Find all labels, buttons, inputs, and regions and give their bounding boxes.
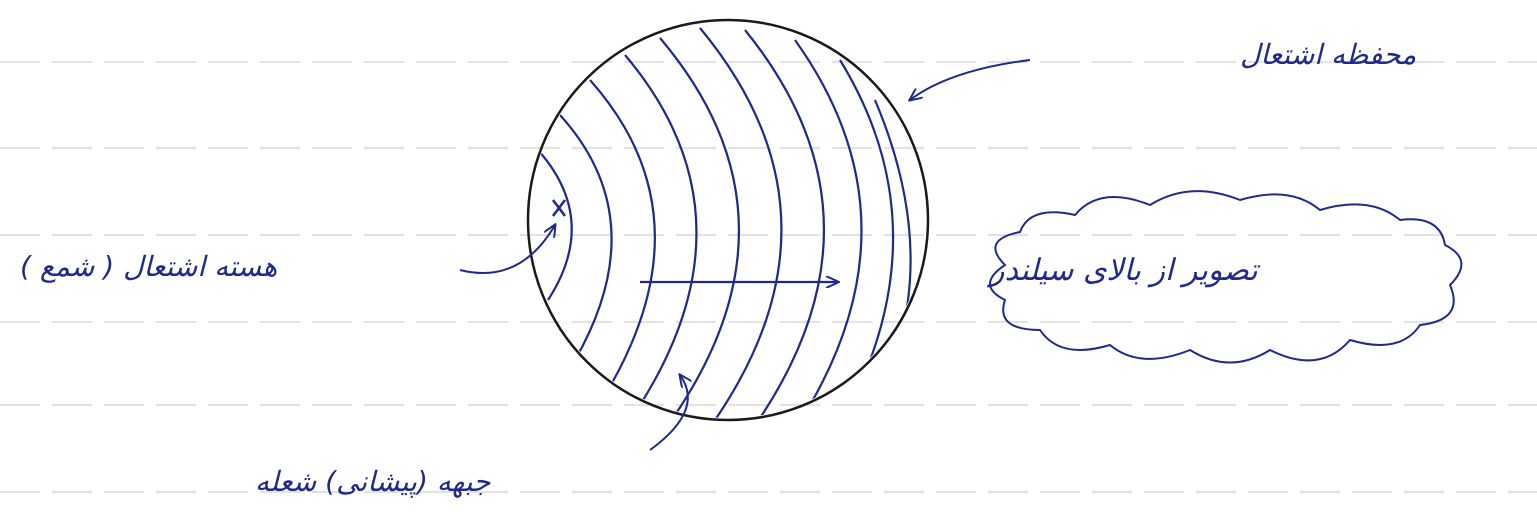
flame-front-arcs <box>538 28 911 420</box>
flame-front-pointer-arrow <box>650 375 688 450</box>
combustion-chamber-label: محفظه اشتعال <box>1240 38 1416 71</box>
flame-arc-5 <box>660 38 739 415</box>
flame-arc-4 <box>625 55 696 405</box>
flame-arc-8 <box>795 40 861 405</box>
ignition-core-marker <box>553 200 565 216</box>
ignition-core-label: هسته اشتعال ( شمع ) <box>20 250 277 283</box>
chamber-pointer-arrow <box>910 60 1030 100</box>
flame-arc-2 <box>560 115 612 360</box>
top-view-caption: تصویر از بالای سیلندر <box>990 253 1258 288</box>
flame-arc-7 <box>745 30 824 418</box>
core-pointer-arrow <box>460 225 555 273</box>
flame-arc-9 <box>840 60 893 385</box>
flame-front-label: جبهه (پیشانی) شعله <box>255 465 490 498</box>
chamber-circle <box>528 20 928 420</box>
flame-arc-6 <box>700 28 781 420</box>
